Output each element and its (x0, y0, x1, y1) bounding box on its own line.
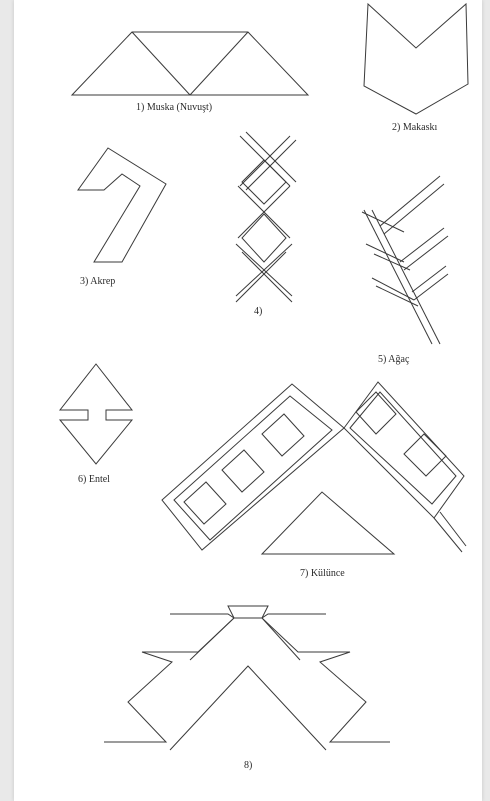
caption-entel: 6) Entel (78, 474, 110, 485)
akrep-figure (78, 148, 166, 262)
muska-figure (72, 32, 308, 95)
caption-makaski: 2) Makaskı (392, 122, 437, 133)
figure-8-motif (104, 606, 390, 750)
caption-fig8: 8) (244, 760, 252, 771)
kulunce-figure (162, 382, 466, 554)
entel-figure (60, 364, 132, 464)
caption-muska: 1) Muska (Nuvuşt) (136, 102, 212, 113)
caption-kulunce: 7) Külünce (300, 568, 345, 579)
makaski-figure (364, 4, 468, 114)
caption-akrep: 3) Akrep (80, 276, 115, 287)
caption-fig4: 4) (254, 306, 262, 317)
agac-figure (362, 176, 448, 344)
caption-agac: 5) Ağaç (378, 354, 409, 365)
diamond-chain-figure (236, 132, 296, 302)
